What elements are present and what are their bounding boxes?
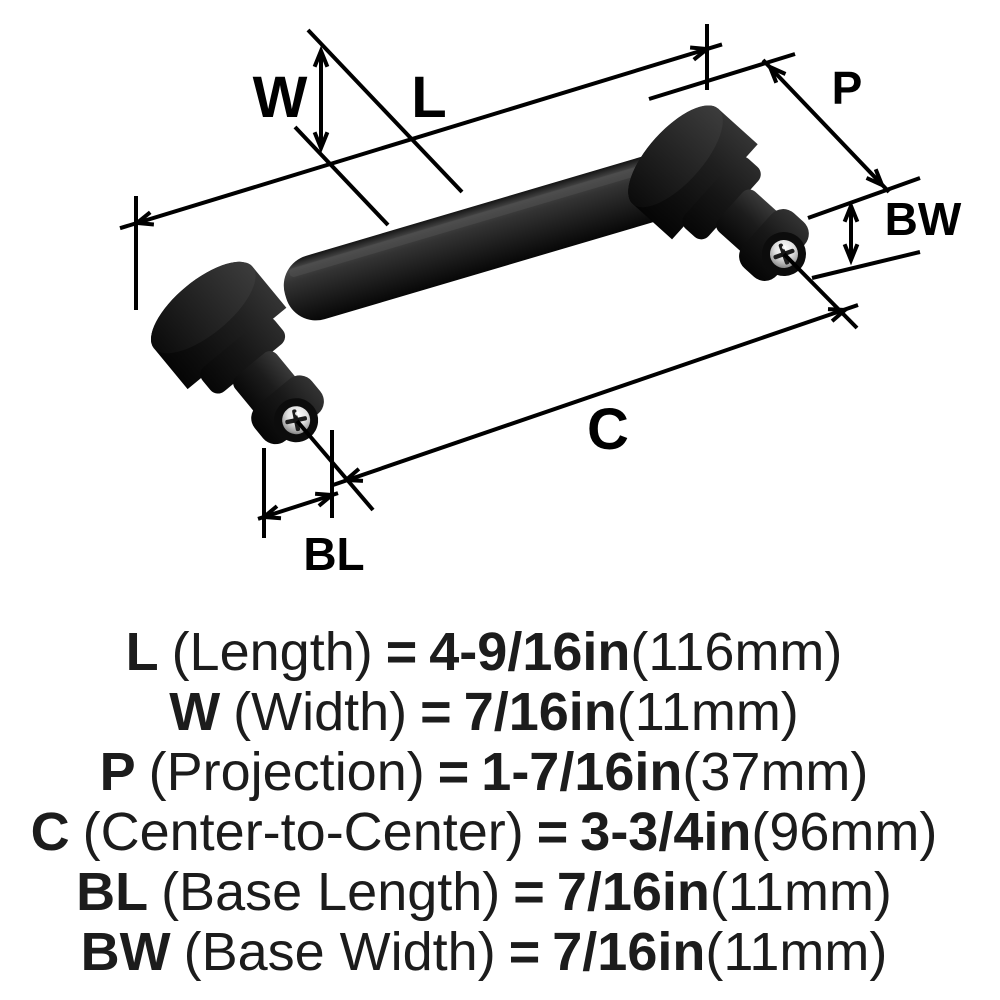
spec-abbr: W [169, 682, 221, 742]
label-BW: BW [885, 193, 962, 245]
spec-value: 4-9/16in [429, 622, 631, 682]
spec-row-width: W(Width)=7/16in(11mm) [0, 682, 968, 742]
bw-extension-bottom [811, 250, 921, 280]
spec-row-projection: P(Projection)=1-7/16in(37mm) [0, 742, 968, 802]
spec-equals: = [385, 622, 418, 682]
right-step-ring [682, 156, 761, 240]
dimension-W [293, 28, 464, 227]
label-C: C [587, 397, 629, 462]
p-dimension-line [761, 58, 891, 194]
pull-bar [283, 151, 696, 321]
spec-value: 7/16in [556, 862, 710, 922]
bw-extension-top [807, 176, 921, 220]
dimension-BL [257, 430, 339, 538]
p-extension-line [648, 52, 796, 101]
label-BL: BL [303, 528, 364, 580]
label-W: W [253, 65, 308, 130]
left-step-ring [200, 317, 286, 394]
spec-name: (Length) [171, 622, 373, 682]
left-screw-icon [274, 398, 319, 443]
spec-abbr: L [125, 622, 159, 682]
l-dimension-line [119, 42, 723, 231]
arrowhead-icon [766, 63, 787, 84]
spec-equals: = [536, 802, 569, 862]
arrowhead-icon [827, 307, 851, 323]
spec-name: (Projection) [148, 742, 425, 802]
arrowhead-icon [865, 168, 886, 189]
spec-abbr: C [30, 802, 70, 862]
arrowhead-icon [689, 45, 713, 62]
spec-name: (Center-to-Center) [82, 802, 524, 862]
bl-arrow-shaft [257, 491, 339, 521]
spec-equals: = [420, 682, 452, 742]
arrowhead-icon [258, 504, 282, 521]
spec-row-length: L(Length)=4-9/16in(116mm) [0, 622, 968, 682]
label-P: P [832, 62, 863, 114]
c-extension-right [782, 252, 859, 330]
spec-row-base-length: BL(Base Length)=7/16in(11mm) [0, 862, 968, 922]
spec-abbr: BL [76, 862, 149, 922]
spec-value: 1-7/16in [481, 742, 683, 802]
spec-value: 7/16in [463, 682, 617, 742]
arrowhead-icon [842, 200, 860, 223]
left-post [150, 261, 324, 445]
spec-name: (Base Width) [183, 922, 496, 982]
spec-value: 7/16in [552, 922, 706, 982]
arrowhead-icon [340, 467, 364, 483]
w-extension-top [306, 28, 464, 194]
spec-metric: (11mm) [709, 862, 892, 922]
arrowhead-icon [312, 131, 330, 154]
dimension-BW [807, 176, 921, 280]
c-dimension-line [332, 303, 859, 487]
arrowhead-icon [842, 243, 860, 266]
bar-highlight [289, 153, 685, 277]
right-post [628, 105, 809, 281]
label-L: L [411, 65, 446, 130]
spec-row-center-to-center: C(Center-to-Center)=3-3/4in(96mm) [0, 802, 968, 862]
dimension-diagram: W L P BW C BL [119, 24, 962, 580]
dimension-C [295, 252, 859, 512]
w-extension-bottom [293, 125, 390, 227]
arrowhead-icon [314, 491, 338, 508]
spec-value: 3-3/4in [580, 802, 752, 862]
arrowhead-icon [312, 45, 330, 68]
spec-metric: (96mm) [751, 802, 938, 862]
spec-abbr: BW [80, 922, 171, 982]
spec-metric: (11mm) [705, 922, 888, 982]
spec-metric: (116mm) [630, 622, 843, 682]
spec-abbr: P [99, 742, 136, 802]
spec-metric: (37mm) [682, 742, 869, 802]
dimension-spec-list: L(Length)=4-9/16in(116mm) W(Width)=7/16i… [0, 622, 968, 982]
arrowhead-icon [131, 210, 155, 227]
spec-equals: = [513, 862, 545, 922]
spec-name: (Base Length) [161, 862, 501, 922]
cabinet-pull-illustration [150, 105, 809, 445]
right-cap-dome [628, 105, 723, 208]
spec-name: (Width) [233, 682, 408, 742]
c-extension-left [295, 419, 375, 512]
spec-row-base-width: BW(Base Width)=7/16in(11mm) [0, 922, 968, 982]
spec-metric: (11mm) [616, 682, 799, 742]
spec-equals: = [437, 742, 470, 802]
dimension-P [648, 52, 891, 194]
spec-equals: = [508, 922, 541, 982]
left-cap-dome [150, 261, 256, 354]
dimension-L [119, 24, 723, 310]
